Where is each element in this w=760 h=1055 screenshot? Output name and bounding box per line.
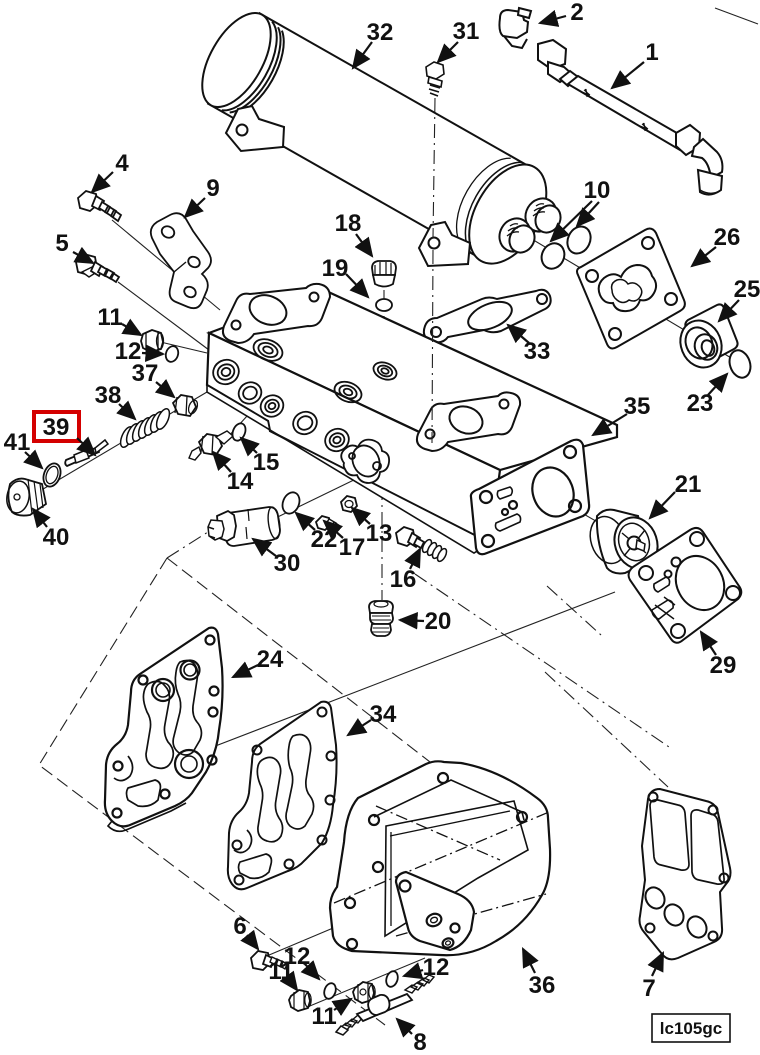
svg-text:38: 38 [95,382,122,409]
svg-text:10: 10 [584,177,611,204]
svg-text:21: 21 [675,471,702,498]
svg-text:25: 25 [734,276,760,303]
svg-text:31: 31 [453,18,480,45]
svg-text:24: 24 [257,646,284,673]
svg-text:26: 26 [714,224,741,251]
svg-text:14: 14 [227,468,254,495]
svg-text:8: 8 [413,1029,426,1055]
svg-text:5: 5 [55,230,68,257]
svg-text:16: 16 [390,566,417,593]
svg-text:37: 37 [132,360,159,387]
svg-text:12: 12 [115,338,142,365]
svg-text:30: 30 [274,550,301,577]
svg-text:36: 36 [529,972,556,999]
svg-text:11: 11 [97,304,122,331]
svg-text:1: 1 [645,39,658,66]
svg-text:34: 34 [370,701,397,728]
svg-text:17: 17 [339,534,366,561]
svg-text:lc105gc: lc105gc [660,1019,722,1038]
svg-text:6: 6 [233,913,246,940]
svg-text:9: 9 [206,175,219,202]
svg-text:39: 39 [43,414,70,441]
svg-text:11: 11 [311,1003,336,1030]
svg-text:20: 20 [425,608,452,635]
svg-text:7: 7 [642,975,655,1002]
svg-text:40: 40 [43,524,70,551]
svg-text:19: 19 [322,255,349,282]
svg-text:32: 32 [367,19,394,46]
svg-text:18: 18 [335,210,362,237]
svg-text:29: 29 [710,652,737,679]
svg-text:4: 4 [115,150,129,177]
svg-text:12: 12 [423,954,450,981]
svg-text:2: 2 [570,0,583,26]
svg-text:35: 35 [624,393,651,420]
